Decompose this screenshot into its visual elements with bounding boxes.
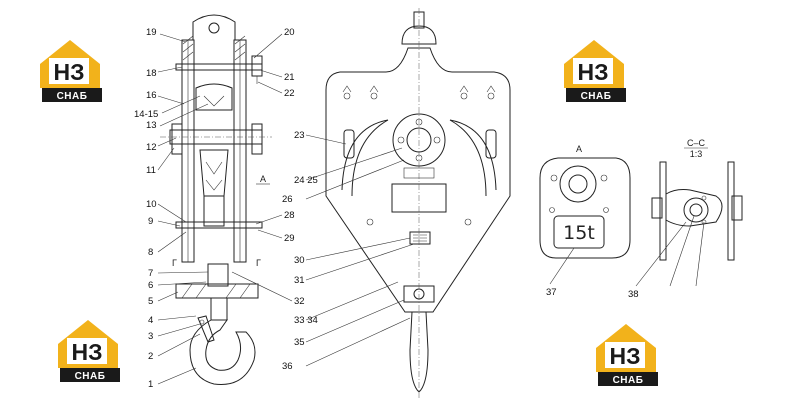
- upper-sheave: [195, 83, 233, 111]
- axle-plate-left: [171, 123, 183, 155]
- logo-panel: [49, 58, 89, 84]
- part-label: 18: [146, 68, 157, 79]
- part-number-labels: 19 18 16 14-15 13 12 11 10 9 8 7 6 5 4 3…: [134, 27, 639, 390]
- anchor-holes: [342, 85, 496, 100]
- logo-bar: [60, 368, 120, 382]
- part-label: 26: [282, 194, 293, 205]
- logo-caption: СНАБ: [75, 371, 106, 382]
- axle-plate-right: [251, 123, 263, 155]
- part-label: 20: [284, 27, 295, 38]
- part-label: 29: [284, 233, 295, 244]
- capacity-plate: [553, 215, 605, 249]
- part-label: 9: [148, 216, 153, 227]
- logo-bar: [42, 88, 102, 102]
- front-view: [325, 8, 511, 398]
- part-label: 7: [148, 268, 153, 279]
- hook-nut: [207, 263, 229, 287]
- hook-side-view: [409, 311, 429, 393]
- logo-mark: НЗ: [71, 339, 102, 365]
- logo-caption: СНАБ: [57, 91, 88, 102]
- part-label: 16: [146, 90, 157, 101]
- top-pin: [175, 63, 263, 71]
- part-label: 1: [148, 379, 153, 390]
- part-label: 23: [294, 130, 305, 141]
- logo-caption: СНАБ: [613, 375, 644, 386]
- view-cc: C–C 1:3: [651, 138, 743, 261]
- leader-lines: [157, 33, 705, 385]
- cc-shaft: [665, 189, 723, 227]
- part-label: 33 34: [294, 315, 318, 326]
- logo-caption: СНАБ: [581, 91, 612, 102]
- top-lug: [192, 14, 236, 40]
- brand-logo: НЗ СНАБ: [564, 40, 626, 102]
- svg-text:Г: Г: [256, 258, 261, 268]
- capacity-plate-text: 15t: [563, 222, 595, 244]
- section-a-letter: A: [260, 174, 266, 184]
- part-label: 19: [146, 27, 157, 38]
- sheave-web: [203, 196, 225, 227]
- brand-logo: НЗ СНАБ: [596, 324, 658, 386]
- logo-panel: [67, 338, 107, 364]
- view-cc-label: C–C: [687, 138, 706, 148]
- lug-hole: [208, 22, 220, 34]
- part-label: 8: [148, 247, 153, 258]
- lower-pin: [175, 221, 263, 229]
- block-side-plate: [325, 47, 511, 313]
- hook: [189, 319, 256, 385]
- part-label: 31: [294, 275, 305, 286]
- logo-mark: НЗ: [577, 59, 608, 85]
- hook-shank: [210, 297, 228, 321]
- part-label: 35: [294, 337, 305, 348]
- view-cc-scale: 1:3: [690, 149, 703, 159]
- view-a-label: A: [576, 144, 582, 154]
- right-bracket: [485, 129, 497, 159]
- part-label: 14-15: [134, 109, 158, 120]
- brand-logo: НЗ СНАБ: [58, 320, 120, 382]
- cc-right-plate: [727, 161, 735, 261]
- part-label: 32: [294, 296, 305, 307]
- lower-sheave: [199, 149, 229, 197]
- right-sheave-arc: [449, 119, 487, 197]
- part-label: 10: [146, 199, 157, 210]
- part-label: 24 25: [294, 175, 318, 186]
- left-bracket: [343, 129, 355, 159]
- part-label: 13: [146, 120, 157, 131]
- part-label: 11: [146, 165, 156, 176]
- part-label: 12: [146, 142, 157, 153]
- cc-left-plate: [659, 161, 667, 261]
- part-label: 37: [546, 287, 557, 298]
- view-a: A 15t: [539, 144, 631, 259]
- part-label: 22: [284, 88, 295, 99]
- brand-logo: НЗ СНАБ: [40, 40, 102, 102]
- part-label: 4: [148, 315, 153, 326]
- pin-plate: [251, 55, 263, 77]
- logo-panel: [605, 342, 645, 368]
- part-label: 36: [282, 361, 293, 372]
- part-label: 21: [284, 72, 295, 83]
- part-label: 30: [294, 255, 305, 266]
- view-a-plate: [539, 157, 631, 259]
- part-label: 5: [148, 296, 153, 307]
- logo-panel: [573, 58, 613, 84]
- part-label: 2: [148, 351, 153, 362]
- top-eye: [401, 25, 437, 45]
- logo-bar: [598, 372, 658, 386]
- logo-mark: НЗ: [53, 59, 84, 85]
- left-sheave-arc: [351, 119, 389, 197]
- part-label: 6: [148, 280, 153, 291]
- logo-mark: НЗ: [609, 343, 640, 369]
- svg-text:Г: Г: [172, 258, 177, 268]
- part-label: 38: [628, 289, 639, 300]
- logo-bar: [566, 88, 626, 102]
- section-view: Г Г A: [160, 14, 272, 385]
- part-label: 28: [284, 210, 295, 221]
- part-label: 3: [148, 331, 153, 342]
- safety-latch: [197, 315, 215, 343]
